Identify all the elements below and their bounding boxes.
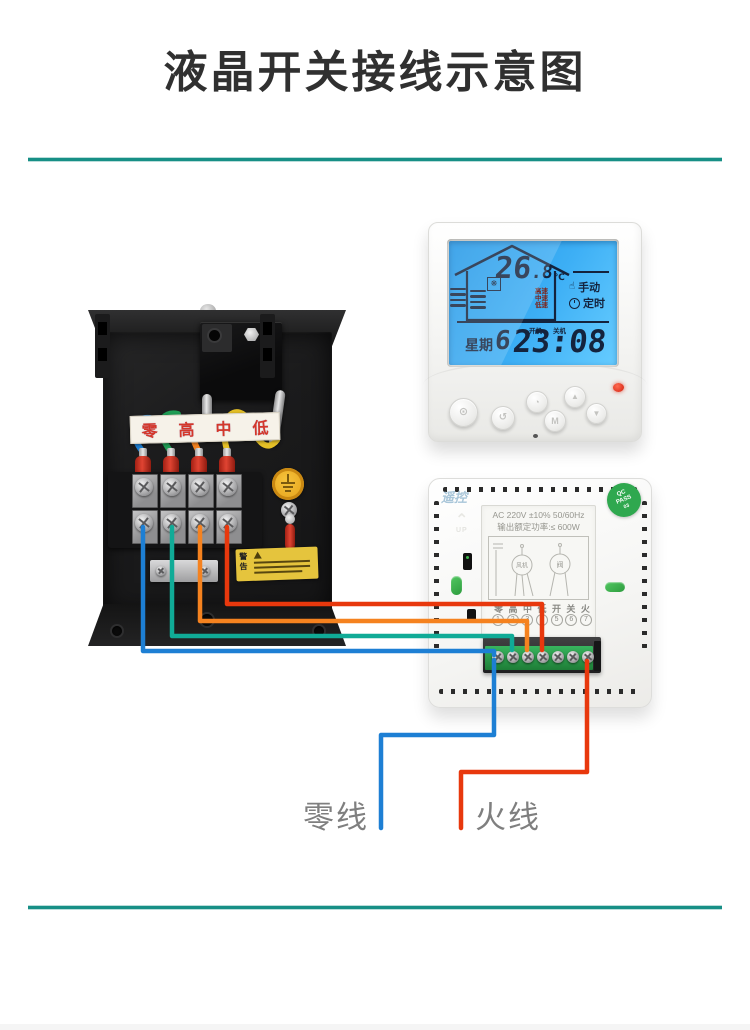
terminal-block-wing	[95, 314, 110, 378]
back-button: ↺	[491, 406, 515, 430]
fan-wave-icon	[470, 290, 486, 309]
vent-dots	[439, 689, 641, 694]
temperature-value: 26	[493, 251, 534, 286]
clock-button: ◔	[526, 391, 548, 413]
terminal-screw	[492, 651, 504, 663]
fan-circle-label: 风机	[516, 562, 528, 570]
lcd-screen: ❋ 26 .8 ℃ 高速 中速 低速 ☝ 手动 定时	[449, 241, 617, 365]
terminal-screw	[507, 651, 519, 663]
terminal-block-wing	[260, 314, 275, 378]
terminal-screw	[567, 651, 579, 663]
mode-button: M	[544, 410, 566, 432]
green-dot	[466, 556, 469, 559]
terminal-screw	[537, 651, 549, 663]
mount-hole-icon	[112, 626, 122, 636]
screw-icon	[163, 514, 181, 532]
ring-terminal	[284, 514, 296, 550]
vent-dots	[443, 487, 637, 492]
week-digit: 6	[493, 326, 513, 356]
hex-bolt-icon	[244, 328, 259, 341]
wiring-label-char: 低	[252, 420, 269, 438]
spec-line1: AC 220V ±10% 50/60Hz	[492, 510, 585, 520]
week-readout: 星期 6	[465, 326, 513, 356]
up-text: UP	[456, 527, 468, 534]
temperature-readout: 26 .8 ℃	[493, 251, 565, 286]
lcd-divider-line	[457, 321, 609, 323]
terminal-strip	[483, 637, 601, 673]
wiring-label: 零 高 中 低	[129, 412, 281, 444]
thermostat-back: 遥控 QC PASS 03 ⌃ UP ⌃ AC 220V ±10% 50/60H…	[428, 477, 652, 708]
terminal-strip-cap	[594, 641, 601, 671]
power-off-label: 关机	[553, 328, 566, 335]
hand-icon: ☝	[569, 281, 576, 292]
valve-circle-label: 阀	[557, 560, 564, 569]
mount-clip	[451, 576, 462, 595]
fan-speed-labels: 高速 中速 低速	[535, 288, 548, 309]
manual-indicator: ☝ 手动	[569, 279, 600, 295]
timer-label: 定时	[583, 298, 605, 310]
printed-terminal-numbers: 1 2 3 4 5 6 7	[492, 614, 592, 626]
fan-icon: ❋	[487, 277, 501, 291]
temperature-fraction: .8	[530, 262, 554, 283]
down-button: ▼	[586, 403, 607, 424]
thermostat-front: ❋ 26 .8 ℃ 高速 中速 低速 ☝ 手动 定时	[423, 222, 647, 442]
terminal-screw	[582, 651, 594, 663]
case-slot	[467, 609, 476, 621]
screw-icon	[135, 478, 153, 496]
divider-top	[28, 158, 722, 161]
power-button: ⊙	[449, 398, 478, 427]
relay-hole-icon	[209, 330, 220, 341]
week-label: 星期	[465, 337, 493, 353]
wiring-label-char: 高	[178, 422, 195, 440]
screw-icon	[135, 514, 153, 532]
embossed-brand-label: 遥控	[441, 490, 468, 505]
warning-title: 警告	[238, 552, 249, 573]
printed-wiring-diagram: 风机 阀	[488, 536, 589, 600]
timer-indicator: 定时	[569, 295, 605, 311]
footer-strip	[0, 1024, 750, 1030]
screw-icon	[219, 478, 237, 496]
time-value: 23:08	[511, 324, 609, 360]
warning-triangle-icon	[253, 551, 262, 559]
manual-label: 手动	[578, 282, 601, 294]
lcd-segment-line	[573, 271, 609, 273]
screw-icon	[163, 478, 181, 496]
vent-dots	[434, 501, 439, 649]
fan-wave-icon	[450, 288, 466, 307]
page-title: 液晶开关接线示意图	[163, 48, 587, 97]
spec-line2: 输出额定功率:≤ 600W	[497, 522, 580, 532]
up-arrow-icon: ⌃	[455, 512, 469, 529]
live-wire-label: 火线	[475, 800, 541, 835]
clock-icon	[569, 297, 580, 309]
earth-symbol-icon	[287, 474, 289, 482]
metal-bar	[150, 560, 218, 582]
wiring-label-char: 零	[141, 423, 158, 441]
terminal-screw	[552, 651, 564, 663]
power-on-label: 开机	[529, 328, 542, 335]
qc-pass-sticker: QC PASS 03	[601, 477, 647, 523]
terminal-screw	[522, 651, 534, 663]
ground-sticker	[272, 468, 304, 500]
screw-icon	[156, 566, 166, 576]
screw-icon	[219, 514, 237, 532]
screw-icon	[191, 514, 209, 532]
divider-bottom	[28, 906, 722, 909]
warning-label: 警告	[235, 546, 319, 582]
power-led	[613, 383, 624, 392]
wiring-label-char: 中	[215, 421, 232, 439]
vent-dots	[642, 501, 647, 649]
screw-icon	[191, 478, 209, 496]
case-notch	[533, 434, 538, 438]
screw-icon	[200, 566, 210, 576]
neutral-wire-label: 零线	[303, 800, 369, 835]
temperature-unit: ℃	[553, 272, 565, 282]
mount-clip	[605, 582, 625, 592]
spec-panel: AC 220V ±10% 50/60Hz 输出额定功率:≤ 600W 风机 阀 …	[481, 505, 596, 639]
up-button: ▲	[564, 386, 586, 408]
junction-box: 零 高 中 低	[88, 304, 348, 648]
